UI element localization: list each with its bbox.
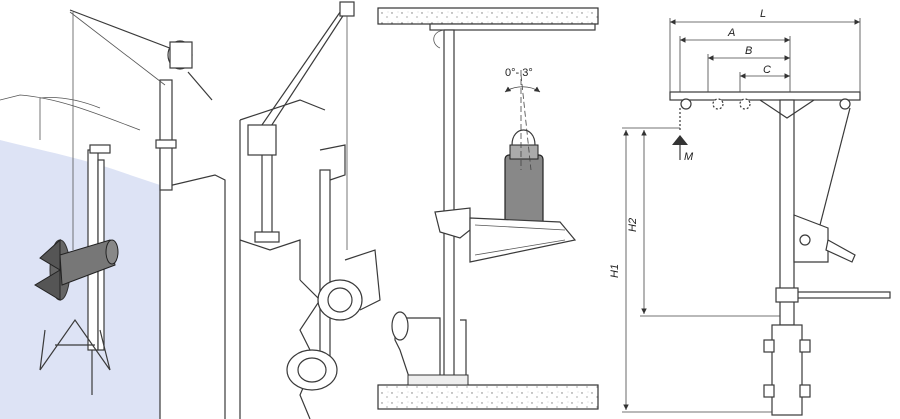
top-beam: [669, 91, 861, 101]
anchor-lug-right-bottom: [799, 384, 811, 398]
column-brace: [759, 99, 815, 119]
tank-ledge: [159, 174, 226, 419]
pit-mixer-motor: [344, 249, 381, 311]
mixer-motor-end: [105, 239, 119, 265]
pit-mixer-hub: [327, 287, 353, 313]
nozzle-ribs: [474, 224, 566, 256]
angle-arc: [504, 86, 541, 93]
pit-wheel-hub: [297, 357, 327, 383]
crane-tip-pulley: [339, 1, 355, 17]
crane-boom: [69, 9, 189, 56]
trolley-wheel-right: [839, 98, 851, 110]
crane-mast: [159, 79, 173, 191]
water-volume: [0, 140, 160, 419]
panel-side-elevation: 0°- 3°: [377, 7, 599, 410]
winch-pulley: [799, 234, 811, 246]
side-arm: [793, 291, 891, 299]
crane-winch: [247, 124, 277, 156]
angle-label: 0°- 3°: [505, 67, 533, 79]
floor-plinth: [407, 374, 469, 386]
dim-H1-label: H1: [609, 264, 621, 278]
mixer-stand: [39, 318, 111, 371]
elbow-flange: [391, 311, 409, 341]
anchor-lug-right-top: [799, 339, 811, 353]
ceiling-slab: [377, 7, 599, 25]
mount-bracket: [434, 207, 471, 239]
crane-jib-inner: [261, 4, 351, 141]
dim-C-label: C: [763, 64, 771, 76]
panel-pit-installation: [239, 1, 381, 419]
motor-top-cap: [509, 144, 539, 160]
winch-handle: [187, 71, 213, 101]
ceiling-beam: [429, 23, 596, 31]
trolley-wheel-b: [712, 98, 724, 110]
pit-guide-rail: [319, 169, 331, 371]
dim-A-extension: [679, 36, 791, 92]
diagonal-stay: [819, 107, 851, 226]
trolley-wheel-left: [680, 98, 692, 110]
dim-L-label: L: [760, 8, 766, 20]
angle-axis-tilted: [520, 74, 532, 171]
winch-housing: [169, 41, 193, 69]
tank-wall-top: [0, 94, 141, 131]
mixer-nozzle: [469, 217, 577, 263]
floor-slab: [377, 384, 599, 410]
guide-rail-bracket: [89, 144, 111, 154]
panel-tank-installation: [0, 9, 226, 419]
vertical-column: [443, 29, 455, 386]
dim-L-extension: [669, 18, 861, 92]
load-M-label: M: [684, 151, 694, 163]
pit-wall-left: [239, 99, 326, 419]
dim-H2-label: H2: [627, 218, 639, 232]
side-arm-clamp: [775, 287, 799, 303]
pit-rail-bracket: [319, 144, 346, 181]
anchor-lug-left-top: [763, 339, 775, 353]
trolley-wheel-c: [739, 98, 751, 110]
dim-B-label: B: [745, 45, 752, 57]
mixer-blades: [34, 238, 61, 301]
mixer-motor: [504, 154, 544, 226]
crane-mast-collar: [155, 139, 177, 149]
crane-jib: [254, 4, 346, 136]
crane-base-plate: [254, 231, 280, 243]
panel-dimension-drawing: L A B C M H2: [609, 8, 891, 416]
column-hook: [433, 29, 445, 49]
base-socket: [771, 324, 803, 416]
tank-wall-edge: [39, 97, 101, 140]
column-winch: [793, 214, 829, 263]
lifting-handle: [511, 129, 536, 146]
pit-floor-edge: [239, 239, 301, 280]
rail-support: [460, 319, 467, 381]
winch-crank: [825, 239, 856, 263]
dim-A-label: A: [727, 27, 735, 39]
anchor-lug-left-bottom: [763, 384, 775, 398]
crane-boom-stay: [69, 11, 166, 86]
load-arrow-head: [672, 135, 688, 145]
pit-rock-edge: [299, 279, 321, 419]
mixer-motor-body: [59, 239, 116, 286]
